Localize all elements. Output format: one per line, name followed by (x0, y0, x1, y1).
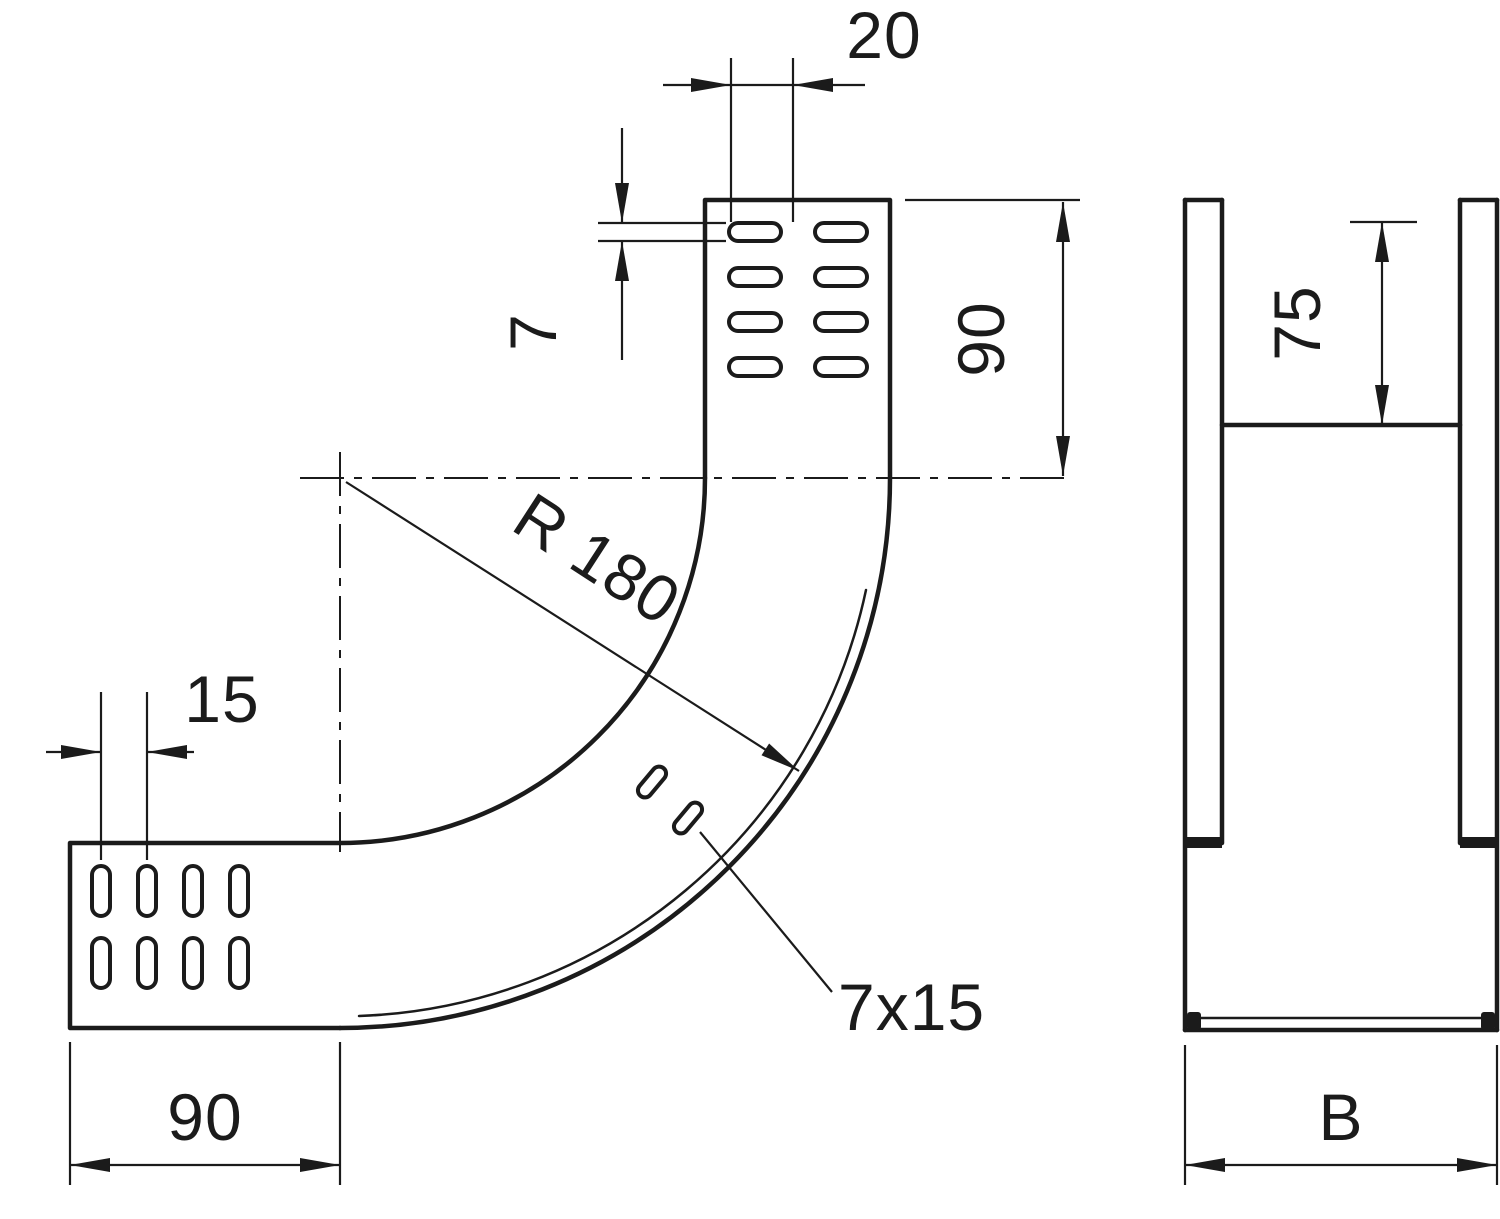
arrowhead (1375, 222, 1389, 262)
arrowhead (1056, 202, 1070, 242)
extension-line (1183, 1045, 1499, 1185)
arrowhead (615, 241, 629, 281)
slot-hole (182, 936, 204, 990)
dim-label-7-slot-width: 7 (496, 313, 570, 351)
slot-hole (727, 311, 783, 333)
center-lines (300, 452, 1072, 852)
slot-hole (136, 936, 158, 990)
dimension-7-slot-width: 7 (496, 128, 726, 360)
slot-hole (90, 936, 112, 990)
bottom-arm-outline (67, 840, 343, 1031)
inner-bend-arc (337, 475, 708, 846)
slot-hole (727, 266, 783, 288)
dimension-75-side: 75 (1260, 220, 1417, 425)
dimension-90-bottom: 90 (68, 1042, 342, 1185)
arrowhead (61, 745, 101, 759)
arrowhead (300, 1158, 340, 1172)
dim-label-20-top: 20 (846, 0, 921, 72)
bottom-arm-slots (90, 864, 250, 990)
bend-slots (635, 764, 705, 836)
slot-hole (182, 864, 204, 918)
arrowhead (1457, 1158, 1497, 1172)
arrowhead (70, 1158, 110, 1172)
side-floor-bead (1187, 1012, 1201, 1030)
dimension-20-top: 20 (663, 0, 921, 222)
dim-label-b-width: B (1318, 1080, 1363, 1154)
callout-7x15-slot: 7x15 (699, 831, 985, 1044)
slot-hole (727, 221, 783, 243)
callout-leader-line (699, 831, 833, 993)
slot-hole (90, 864, 112, 918)
outer-flange-line (357, 588, 868, 1018)
side-outer-walls (1182, 197, 1500, 1033)
dimension-90-right: 90 (905, 198, 1080, 476)
top-arm-outline (702, 197, 893, 481)
extension-line (729, 58, 795, 222)
arrowhead (691, 78, 731, 92)
arrowhead (615, 183, 629, 223)
side-rail-foot (1185, 837, 1222, 848)
side-rail-foot (1460, 837, 1497, 848)
arrowhead (1056, 436, 1070, 476)
dim-label-r180-radius: R 180 (501, 478, 693, 639)
arrowhead (147, 745, 187, 759)
slot-hole (228, 864, 250, 918)
side-view: 75 B (1182, 197, 1500, 1185)
slot-hole (635, 764, 669, 800)
slot-hole (136, 864, 158, 918)
top-arm-slots (727, 221, 869, 378)
side-inner-walls (1219, 197, 1463, 846)
slot-hole (813, 311, 869, 333)
slot-hole (813, 356, 869, 378)
dim-label-75-side: 75 (1260, 285, 1334, 360)
dimension-r180-radius: R 180 (345, 478, 800, 772)
radius-leader-line (345, 481, 800, 772)
dim-label-15-left: 15 (184, 662, 259, 736)
slot-hole (671, 800, 705, 836)
slot-hole (727, 356, 783, 378)
extension-line (99, 692, 149, 860)
dimension-b-width: B (1183, 1045, 1499, 1185)
slot-hole (813, 266, 869, 288)
slot-hole (228, 936, 250, 990)
slot-hole (813, 221, 869, 243)
arrowhead (1185, 1158, 1225, 1172)
dimension-15-left: 15 (46, 662, 259, 860)
arrowhead (1375, 385, 1389, 425)
dim-label-7x15-slot: 7x15 (838, 970, 985, 1044)
extension-line (68, 1042, 342, 1185)
arrowhead (761, 743, 799, 771)
dim-label-90-bottom: 90 (167, 1080, 242, 1154)
front-view: 20 7 90 R 180 (46, 0, 1080, 1185)
dim-label-90-right: 90 (944, 301, 1018, 376)
side-profile-outline (1182, 197, 1500, 1033)
extension-line (598, 221, 726, 243)
side-floor-bead (1481, 1012, 1495, 1030)
arrowhead (793, 78, 833, 92)
